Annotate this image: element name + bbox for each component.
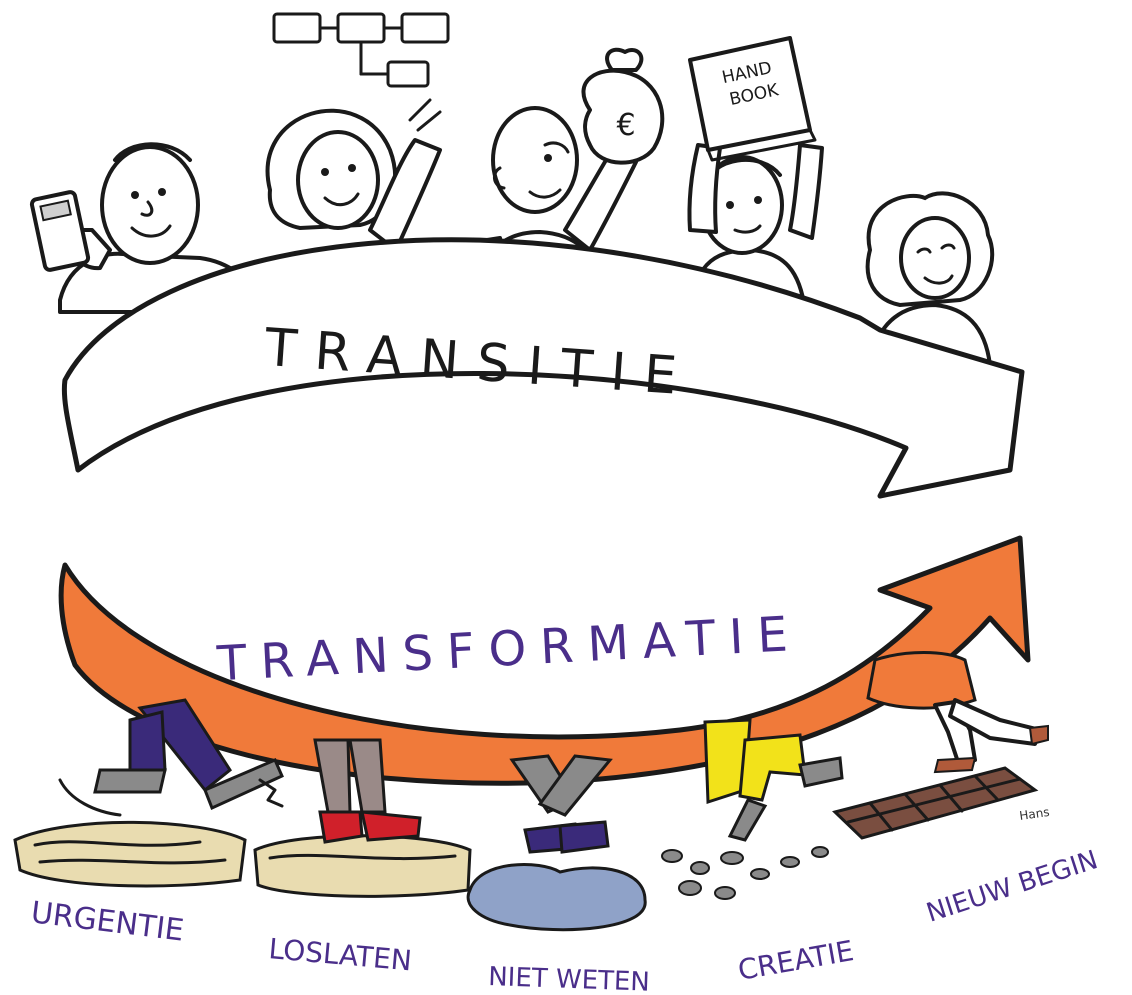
phase-label-loslaten: LOSLATEN bbox=[267, 932, 413, 977]
calculator-icon bbox=[29, 190, 91, 272]
euro-symbol: € bbox=[616, 108, 635, 143]
transformatie-label: TRANSFORMATIE bbox=[215, 606, 803, 693]
handbook-icon: HAND BOOK bbox=[688, 36, 817, 162]
phase-label-urgentie: URGENTIE bbox=[29, 895, 186, 948]
money-bag-icon: € bbox=[581, 47, 665, 165]
phase-niet-weten-scene bbox=[466, 754, 647, 932]
artist-signature: Hans bbox=[1018, 805, 1050, 823]
org-chart-icon bbox=[272, 12, 450, 88]
phase-label-creatie: CREATIE bbox=[735, 934, 856, 987]
phase-label-nieuw-begin: NIEUW BEGIN bbox=[923, 845, 1102, 929]
phase-loslaten-scene bbox=[253, 738, 472, 898]
phase-label-niet-weten: NIET WETEN bbox=[488, 962, 651, 995]
phase-urgentie-scene bbox=[13, 698, 284, 888]
phase-creatie-scene bbox=[661, 718, 844, 900]
phase-nieuw-begin-scene bbox=[832, 651, 1049, 840]
